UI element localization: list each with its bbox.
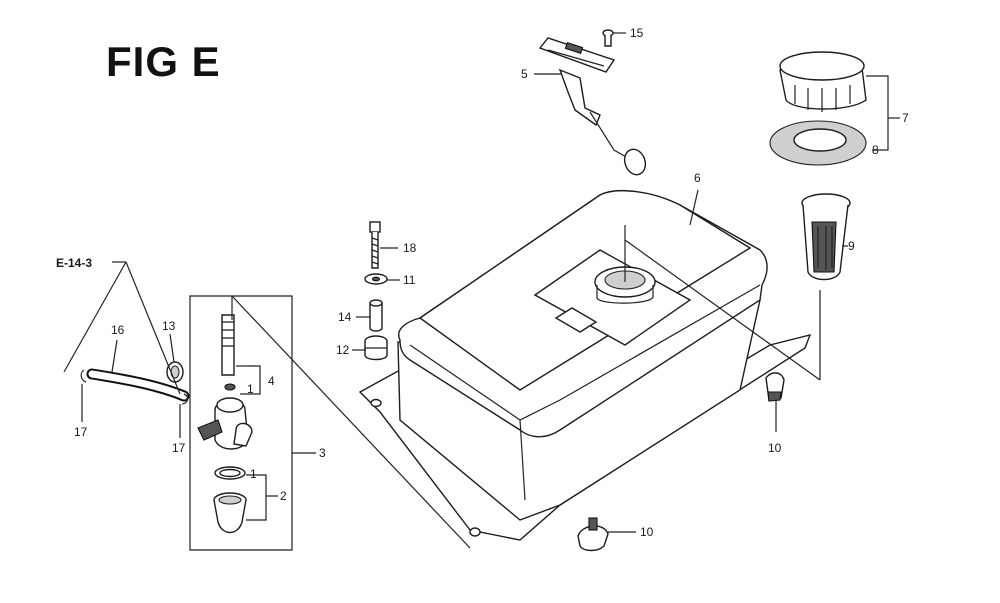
fuel-hose — [86, 368, 190, 402]
callout-14: 14 — [338, 310, 352, 324]
callout-9: 9 — [848, 239, 855, 253]
callout-2: 2 — [280, 489, 287, 503]
fuel-strainer — [801, 193, 851, 281]
fuel-gauge — [538, 37, 647, 176]
callout-15: 15 — [630, 26, 644, 40]
callout-10-bottom: 10 — [640, 525, 654, 539]
fuel-valve-assembly — [197, 314, 253, 534]
callout-labels: E-14-3 1 1 2 3 4 5 6 7 8 9 10 10 11 12 1… — [56, 26, 909, 539]
hose-clip-left — [80, 369, 87, 383]
grommet — [364, 335, 388, 361]
callout-11: 11 — [403, 273, 416, 287]
leader-lines — [63, 32, 900, 551]
callout-1-lower: 1 — [250, 467, 257, 481]
callout-16: 16 — [111, 323, 125, 337]
tank-cushion-right — [765, 372, 785, 402]
screw-15 — [602, 29, 614, 47]
washer — [364, 273, 388, 285]
callout-17-right: 17 — [172, 441, 186, 455]
callout-18: 18 — [403, 241, 417, 255]
callout-12: 12 — [336, 343, 350, 357]
callout-6: 6 — [694, 171, 701, 185]
callout-3: 3 — [319, 446, 326, 460]
callout-10-right: 10 — [768, 441, 782, 455]
callout-1-upper: 1 — [247, 382, 254, 396]
figure-title: FIG E — [106, 38, 221, 85]
mounting-bolt — [369, 221, 381, 269]
fuel-cap — [779, 51, 867, 112]
callout-8: 8 — [872, 143, 879, 157]
hose-clip-right — [181, 393, 189, 405]
fuel-tank — [358, 190, 812, 541]
gasket-13 — [166, 361, 184, 383]
callout-4: 4 — [268, 374, 275, 388]
callout-7: 7 — [902, 111, 909, 125]
callout-13: 13 — [162, 319, 176, 333]
callout-ref: E-14-3 — [56, 256, 92, 270]
cap-gasket — [769, 120, 867, 166]
callout-5: 5 — [521, 67, 528, 81]
callout-17-left: 17 — [74, 425, 88, 439]
tank-cushion-bottom — [577, 517, 609, 552]
collar — [369, 299, 383, 332]
